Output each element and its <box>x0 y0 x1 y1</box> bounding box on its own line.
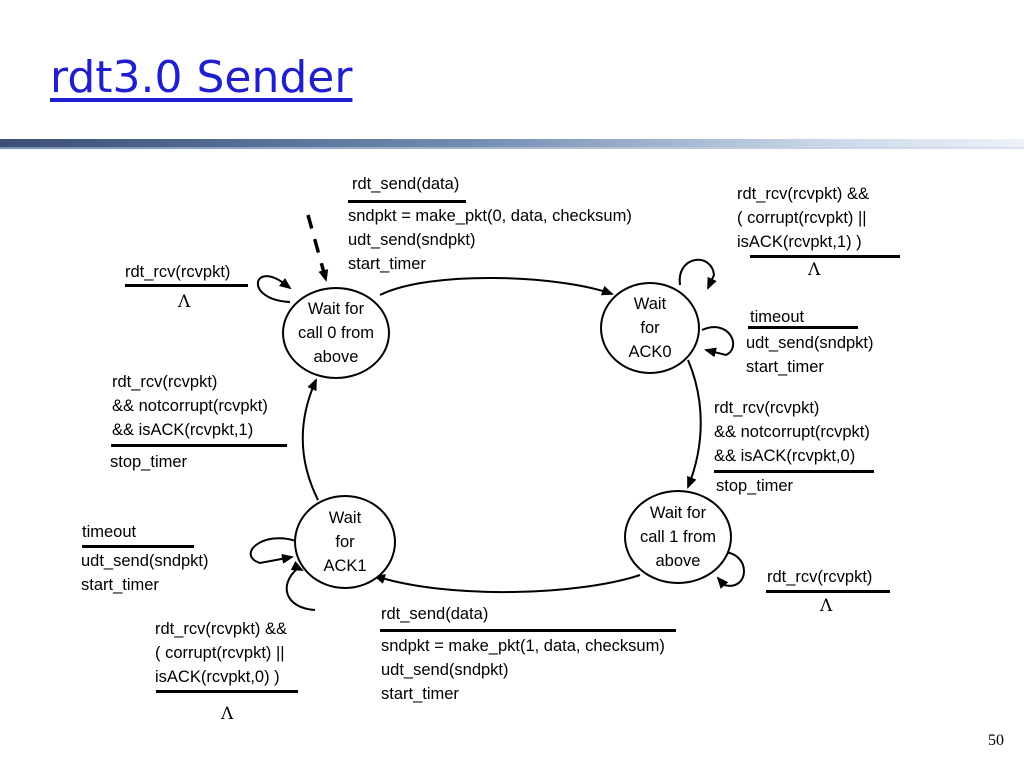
ack1-corrupt-event-2: ( corrupt(rcvpkt) || <box>155 644 285 662</box>
ack0-corrupt-lambda: Λ <box>808 260 821 280</box>
ack0-ok-action: stop_timer <box>716 477 794 495</box>
call1-rcv-lambda: Λ <box>820 596 833 616</box>
initial-arrow <box>306 214 329 282</box>
call0-rcv-rule <box>125 284 248 287</box>
ack0-timeout-rule <box>748 326 858 329</box>
ack1-corrupt-rule <box>156 690 298 693</box>
ack1-ok-event-1: rdt_rcv(rcvpkt) <box>112 373 218 391</box>
ack1-ok-event-3: && isACK(rcvpkt,1) <box>112 421 254 439</box>
title-divider <box>0 139 1024 147</box>
loop-ack1-timeout <box>249 537 297 565</box>
loop-ack0-top <box>678 258 717 290</box>
ack0-timeout-event: timeout <box>750 308 805 326</box>
page-title: rdt3.0 Sender <box>50 52 353 103</box>
loop-ack1-corrupt <box>285 561 316 611</box>
ack1-corrupt-lambda: Λ <box>221 704 234 724</box>
loop-ack0-timeout <box>701 326 735 358</box>
call1-rcv-event: rdt_rcv(rcvpkt) <box>767 568 873 586</box>
send1-action-1: sndpkt = make_pkt(1, data, checksum) <box>381 637 665 655</box>
ack1-corrupt-event-1: rdt_rcv(rcvpkt) && <box>155 620 288 638</box>
ack1-timeout-action-2: start_timer <box>81 576 159 594</box>
arrow-ack0-ok <box>687 359 702 489</box>
ack1-ok-action: stop_timer <box>110 453 188 471</box>
ack0-corrupt-event-2: ( corrupt(rcvpkt) || <box>737 209 867 227</box>
ack0-corrupt-event-3: isACK(rcvpkt,1) ) <box>737 233 862 251</box>
ack1-timeout-rule <box>82 545 194 548</box>
ack0-corrupt-event-1: rdt_rcv(rcvpkt) && <box>737 185 870 203</box>
loop-call0 <box>257 275 292 303</box>
send0-action-2: udt_send(sndpkt) <box>348 231 476 249</box>
ack1-timeout-event: timeout <box>82 523 137 541</box>
ack0-ok-event-2: && notcorrupt(rcvpkt) <box>714 423 870 441</box>
ack1-timeout-action-1: udt_send(sndpkt) <box>81 552 209 570</box>
arrow-send1 <box>373 574 641 594</box>
send1-action-2: udt_send(sndpkt) <box>381 661 509 679</box>
send1-action-3: start_timer <box>381 685 459 703</box>
ack0-timeout-action-1: udt_send(sndpkt) <box>746 334 874 352</box>
ack0-ok-event-1: rdt_rcv(rcvpkt) <box>714 399 820 417</box>
send0-action-1: sndpkt = make_pkt(0, data, checksum) <box>348 207 632 225</box>
call0-rcv-event: rdt_rcv(rcvpkt) <box>125 263 231 281</box>
arrow-ack1-ok <box>301 378 319 501</box>
ack0-ok-rule <box>714 470 874 473</box>
ack1-ok-rule <box>111 444 287 447</box>
call0-rcv-lambda: Λ <box>178 292 191 312</box>
loop-call1 <box>716 551 745 589</box>
arrow-send0 <box>379 277 614 296</box>
page-number: 50 <box>988 732 1004 749</box>
send1-event: rdt_send(data) <box>381 605 489 623</box>
title-divider-shadow <box>0 147 1024 149</box>
send0-rule <box>348 200 466 203</box>
send1-rule <box>380 629 676 632</box>
ack0-timeout-action-2: start_timer <box>746 358 824 376</box>
ack1-ok-event-2: && notcorrupt(rcvpkt) <box>112 397 268 415</box>
ack1-corrupt-event-3: isACK(rcvpkt,0) ) <box>155 668 280 686</box>
ack0-ok-event-3: && isACK(rcvpkt,0) <box>714 447 856 465</box>
send0-action-3: start_timer <box>348 255 426 273</box>
ack0-corrupt-rule <box>750 255 900 258</box>
call1-rcv-rule <box>766 590 890 593</box>
send0-event: rdt_send(data) <box>352 175 460 193</box>
